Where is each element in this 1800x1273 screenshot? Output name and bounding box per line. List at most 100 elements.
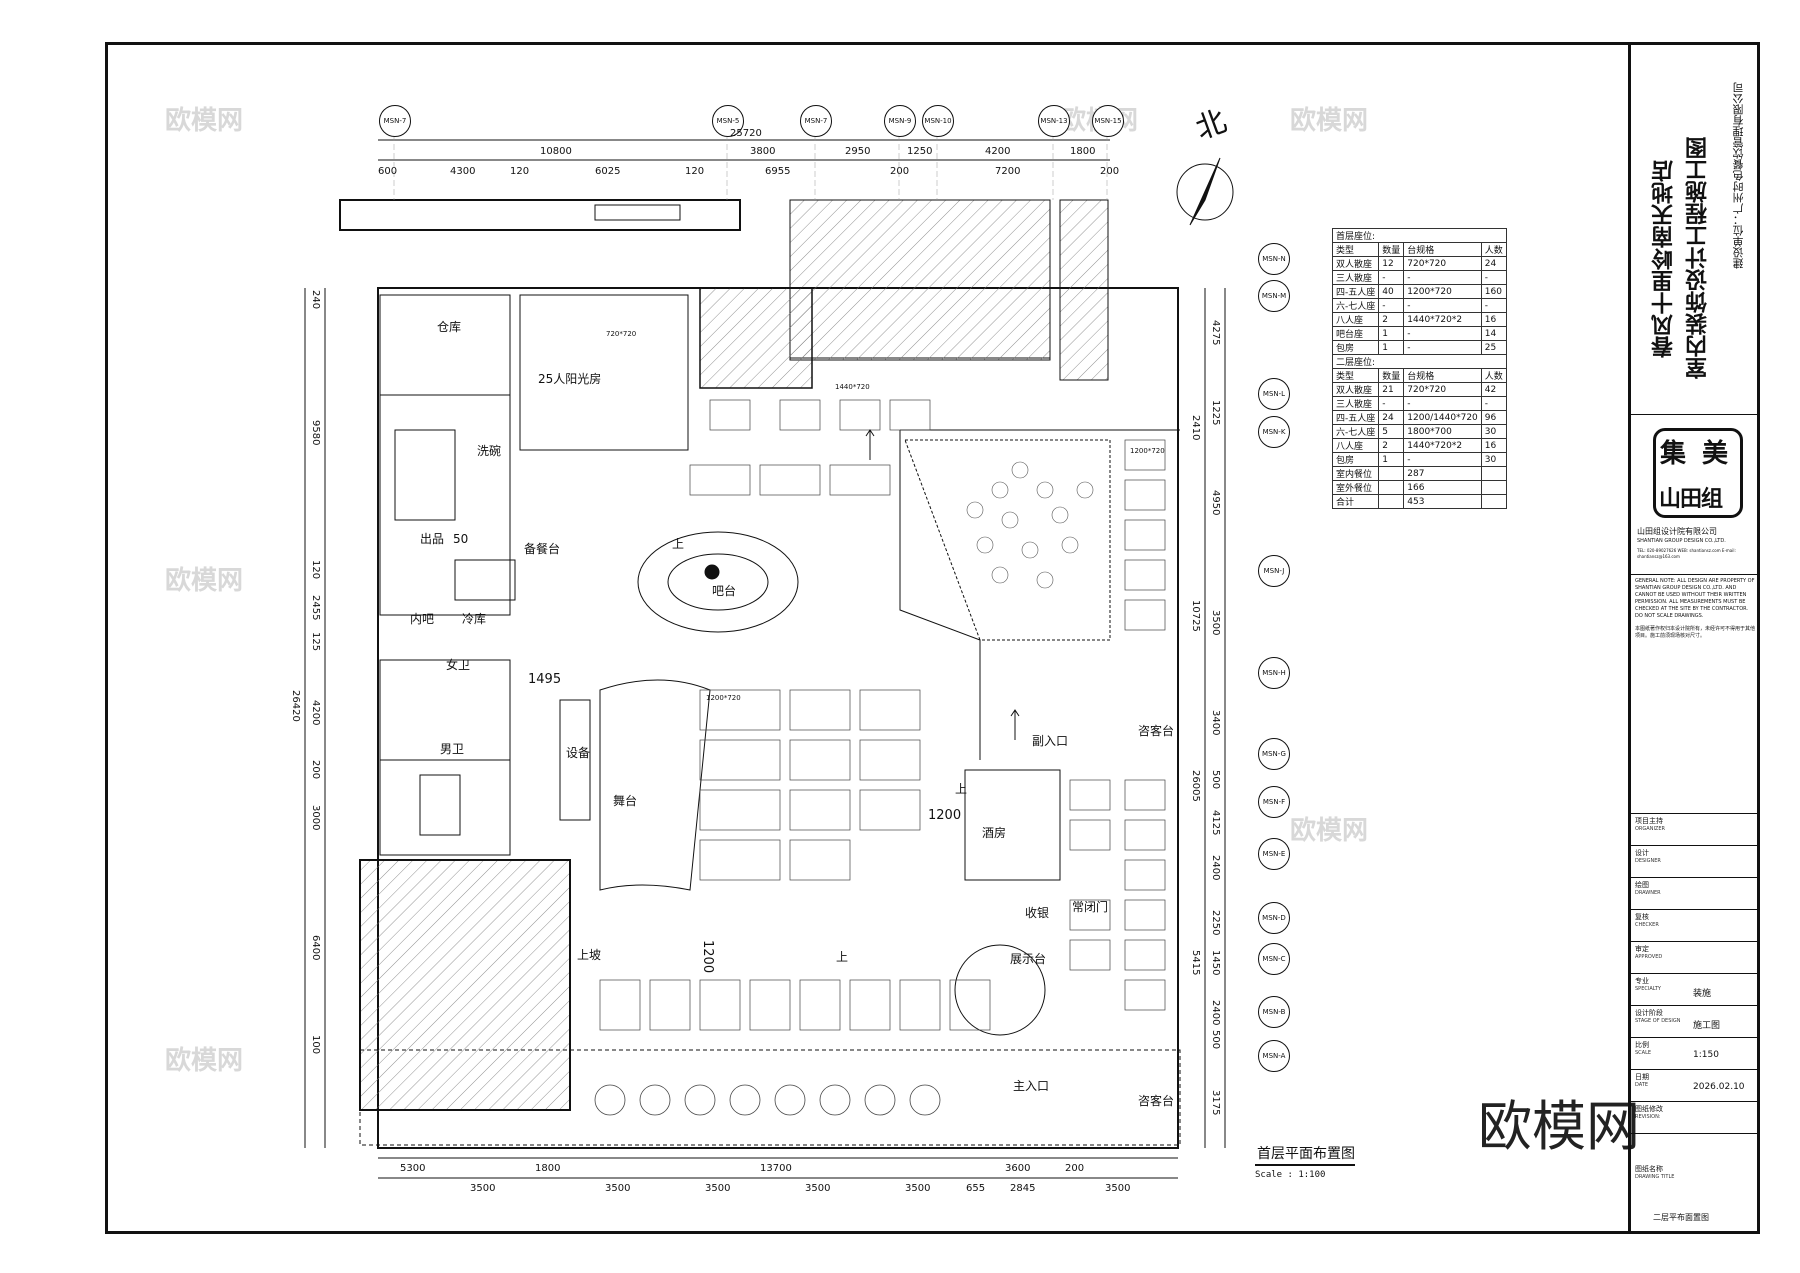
company-name: 山田组设计院有限公司 [1637, 527, 1717, 536]
room-prep: 备餐台 [524, 542, 561, 556]
seating-cell [1480, 494, 1507, 509]
seating-row: 三人散座--- [1331, 270, 1507, 285]
host-desk-label: 咨客台 [1138, 1094, 1175, 1108]
axis-bubble: MSN-7 [800, 105, 832, 137]
seating-cell: 台规格 [1403, 242, 1482, 257]
seating-cell [1378, 480, 1405, 495]
seating-cell: 吧台座 [1331, 326, 1380, 341]
seating-cell: 八人座 [1331, 312, 1380, 327]
room-inner-bar: 内吧 [410, 612, 435, 626]
room-serving-num: 50 [453, 532, 469, 546]
seating-cell: 人数 [1480, 242, 1507, 257]
table-label: 1200*720 [706, 694, 741, 702]
room-wine: 酒房 [982, 826, 1007, 840]
axis-bubble: MSN-5 [712, 105, 744, 137]
axis-bubble: MSN-K [1258, 416, 1290, 448]
title-block: 春风十里岭南天地店 室内装饰设计工程施工图 建设单位：广州时色餐饮管理有限公司 … [1628, 42, 1760, 1234]
axis-bubble: MSN-15 [1092, 105, 1124, 137]
seating-cell: 数量 [1378, 368, 1405, 383]
plan-scale: Scale : 1:100 [1255, 1170, 1326, 1180]
drawing-title-cell: 图纸名称 DRAWING TITLE 二层平布面置图 [1635, 1165, 1709, 1222]
seating-cell: 453 [1403, 494, 1482, 509]
axis-bubble: MSN-L [1258, 378, 1290, 410]
room-stage: 舞台 [613, 794, 638, 808]
seating-cell: - [1403, 326, 1482, 341]
main-entry-label: 主入口 [1013, 1079, 1050, 1093]
axis-bubble: MSN-N [1258, 243, 1290, 275]
seating-cell: 21 [1378, 382, 1405, 397]
seating-cell: 四-五人座 [1331, 410, 1380, 425]
seating-cell: - [1378, 396, 1405, 411]
seating-cell: 2 [1378, 312, 1405, 327]
seating-cell: 42 [1480, 382, 1507, 397]
ramp-label: 上坡 [577, 948, 602, 962]
room-display: 展示台 [1010, 952, 1047, 966]
seating-cell: 八人座 [1331, 438, 1380, 453]
axis-bubble: MSN-D [1258, 902, 1290, 934]
seating-cell: 1200*720 [1403, 284, 1482, 299]
seating-cell: 1 [1378, 340, 1405, 355]
seating-cell: 30 [1480, 424, 1507, 439]
up-label: 上 [955, 782, 968, 796]
side-entry-label: 副入口 [1032, 734, 1069, 748]
seating-cell [1480, 480, 1507, 495]
seating-cell: 720*720 [1403, 382, 1482, 397]
seating-cell: 人数 [1480, 368, 1507, 383]
seating-row: 类型数量台规格人数 [1331, 368, 1507, 383]
axis-bubble: MSN-H [1258, 657, 1290, 689]
room-cold: 冷库 [462, 612, 487, 626]
room-dishwash: 洗碗 [477, 444, 502, 458]
seating-cell [1378, 494, 1405, 509]
seating-cell: 三人散座 [1331, 396, 1380, 411]
axis-bubble: MSN-9 [884, 105, 916, 137]
seating-cell: 六-七人座 [1331, 298, 1380, 313]
seating-cell: 30 [1480, 452, 1507, 467]
seating-row: 三人散座--- [1331, 396, 1507, 411]
seating-cell [1480, 466, 1507, 481]
seating-cell: 720*720 [1403, 256, 1482, 271]
room-equipment: 设备 [566, 746, 591, 760]
watermark-logo: 欧模网 [1478, 1095, 1640, 1158]
seating-cell: 287 [1403, 466, 1482, 481]
seating-cell: 1 [1378, 452, 1405, 467]
room-women: 女卫 [446, 658, 471, 672]
seating-cell: 六-七人座 [1331, 424, 1380, 439]
company-contact: TEL: 020-89027626 WEB: shantiansz.com E-… [1637, 548, 1736, 559]
seating-cell: 包房 [1331, 340, 1380, 355]
seating-cell: 台规格 [1403, 368, 1482, 383]
closed-door-label: 常闭门 [1072, 900, 1109, 914]
axis-bubble: MSN-13 [1038, 105, 1070, 137]
seating-cell: 1200/1440*720 [1403, 410, 1482, 425]
floor-plan [304, 135, 1355, 1179]
seating-cell [1378, 466, 1405, 481]
seating-cell: - [1403, 298, 1482, 313]
drawing-frame [105, 42, 1760, 1234]
dim-label: 1200 [928, 808, 962, 823]
table-label: 720*720 [606, 330, 637, 338]
seating-cell: 三人散座 [1331, 270, 1380, 285]
seating-cell: 1440*720*2 [1403, 438, 1482, 453]
seating-cell: - [1480, 298, 1507, 313]
company-logo: 集 美 山田组 山田组设计院有限公司 SHANTIAN GROUP DESIGN… [1631, 414, 1760, 575]
host-desk-label: 咨客台 [1138, 724, 1175, 738]
room-storage: 仓库 [437, 320, 462, 334]
client-line: 建设单位：广州时色餐饮管理有限公司 [1732, 82, 1745, 269]
project-titles: 春风十里岭南天地店 室内装饰设计工程施工图 建设单位：广州时色餐饮管理有限公司 [1631, 42, 1760, 415]
room-serving: 出品 [420, 532, 445, 546]
seating-cell: 16 [1480, 312, 1507, 327]
seating-cell: 40 [1378, 284, 1405, 299]
project-title: 春风十里岭南天地店 [1652, 160, 1677, 358]
seating-row: 六-七人座--- [1331, 298, 1507, 313]
